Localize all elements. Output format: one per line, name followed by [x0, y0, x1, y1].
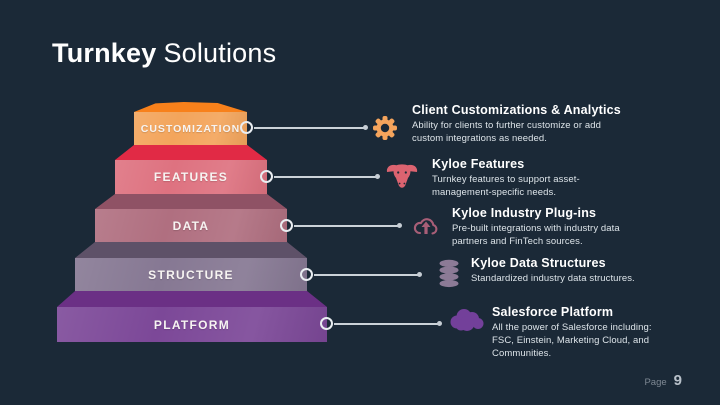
database-icon	[437, 259, 461, 288]
item-body: Standardized industry data structures.	[471, 273, 635, 284]
title-regular-word: Solutions	[163, 38, 277, 68]
pyramid-top-face	[95, 194, 287, 209]
connector-line	[254, 127, 366, 129]
cloud-upload-icon	[412, 212, 440, 239]
pyramid-front-face: PLATFORM	[57, 307, 327, 342]
item-kyloe-features: Kyloe Features Turnkey features to suppo…	[432, 157, 602, 200]
pyramid-front-face: DATA	[95, 209, 287, 242]
item-body: Ability for clients to further customize…	[412, 120, 601, 144]
pyramid-layer-label: PLATFORM	[153, 317, 231, 332]
item-title: Salesforce Platform	[492, 305, 614, 319]
pyramid-top-face	[115, 145, 267, 160]
item-body: Pre-built integrations with industry dat…	[452, 223, 620, 247]
pyramid-front-face: FEATURES	[115, 160, 267, 194]
item-data-structures: Kyloe Data Structures Standardized indus…	[471, 256, 711, 286]
item-body: Turnkey features to support asset-manage…	[432, 174, 580, 198]
title-bold-word: Turnkey	[52, 38, 157, 68]
item-customizations: Client Customizations & Analytics Abilit…	[412, 103, 637, 146]
item-title: Kyloe Data Structures	[471, 256, 606, 270]
item-title: Client Customizations & Analytics	[412, 103, 621, 117]
item-body: All the power of Salesforce including: F…	[492, 322, 652, 359]
connector-line	[294, 225, 400, 227]
pyramid-layer-label: CUSTOMIZATION	[140, 122, 241, 135]
pyramid-front-face: CUSTOMIZATION	[134, 112, 247, 145]
salesforce-cloud-icon	[448, 307, 486, 335]
gear-icon	[372, 115, 398, 141]
connector-line	[314, 274, 420, 276]
connector-dot	[437, 321, 442, 326]
page-label: Page	[644, 377, 667, 388]
pyramid-front-face: STRUCTURE	[75, 258, 307, 291]
connector-dot	[417, 272, 422, 277]
page-number: 9	[673, 372, 682, 389]
pyramid-layer-label: STRUCTURE	[148, 267, 234, 282]
highland-cow-icon	[384, 162, 420, 191]
connector-line	[334, 323, 440, 325]
item-title: Kyloe Industry Plug-ins	[452, 206, 597, 220]
item-industry-plugins: Kyloe Industry Plug-ins Pre-built integr…	[452, 206, 652, 249]
item-salesforce-platform: Salesforce Platform All the power of Sal…	[492, 305, 677, 360]
connector-dot	[397, 223, 402, 228]
item-title: Kyloe Features	[432, 157, 525, 171]
connector-ring	[300, 268, 313, 281]
pyramid-top-face	[57, 291, 327, 307]
pyramid-layer-label: DATA	[172, 218, 210, 233]
connector-dot	[363, 125, 368, 130]
pyramid-top-face	[75, 242, 307, 258]
connector-ring	[260, 170, 273, 183]
connector-ring	[280, 219, 293, 232]
connector-ring	[320, 317, 333, 330]
connector-ring	[240, 121, 253, 134]
connector-line	[274, 176, 378, 178]
pyramid-top-face	[134, 102, 247, 112]
connector-dot	[375, 174, 380, 179]
pyramid-layer-label: FEATURES	[153, 170, 229, 184]
page-footer: Page 9	[644, 372, 682, 389]
